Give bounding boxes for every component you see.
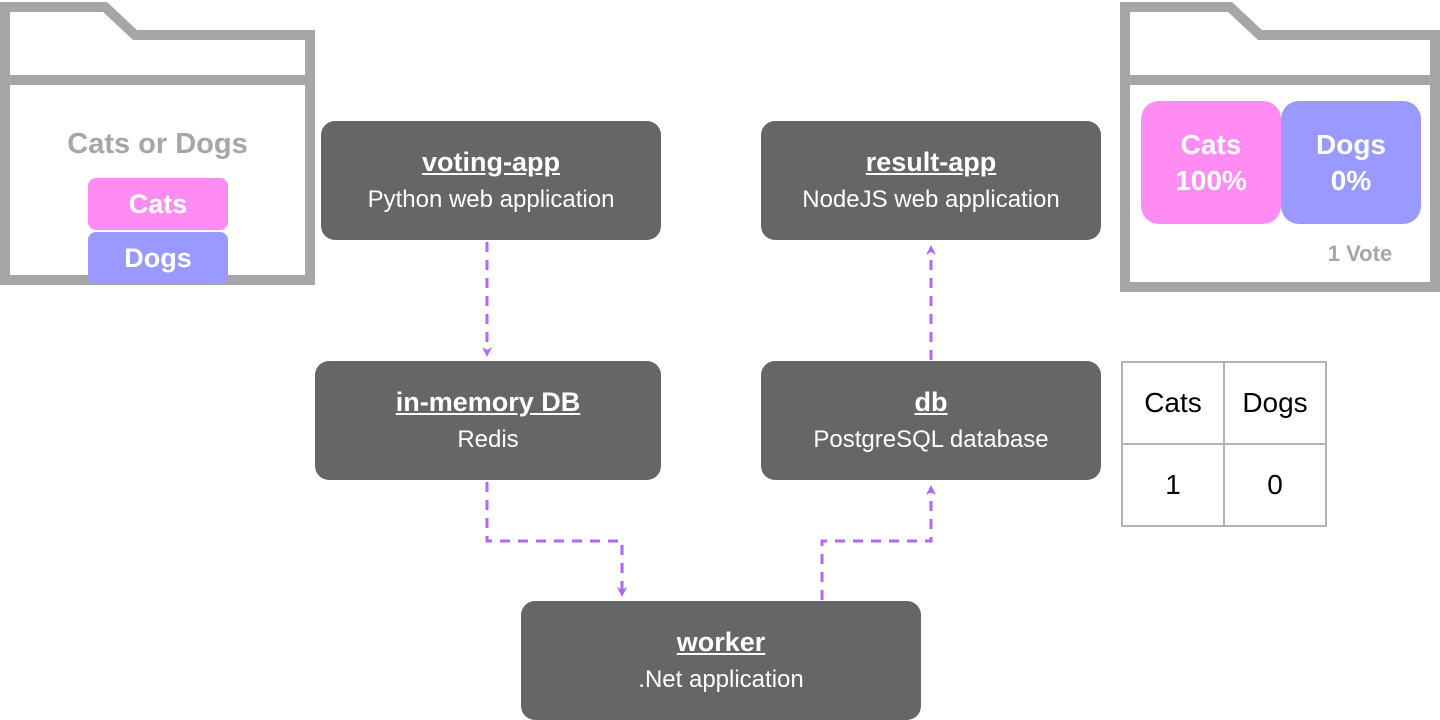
vote-table-value-cats: 1 — [1121, 443, 1225, 527]
node-in-memory-db-subtitle: Redis — [457, 425, 519, 453]
node-result-app-title: result-app — [865, 146, 997, 177]
cats-result-card: Cats 100% — [1141, 101, 1281, 224]
node-result-app[interactable]: result-app NodeJS web application — [761, 121, 1101, 240]
node-result-app-subtitle: NodeJS web application — [802, 185, 1060, 213]
edge-worker-to-db — [820, 485, 936, 600]
node-worker-title: worker — [676, 626, 766, 657]
vote-table-value-dogs: 0 — [1223, 443, 1327, 527]
cats-vote-button[interactable]: Cats — [88, 178, 228, 230]
dogs-result-percent: 0% — [1330, 164, 1372, 196]
node-in-memory-db-title: in-memory DB — [395, 386, 581, 417]
voting-question: Cats or Dogs — [67, 128, 248, 160]
vote-table-header-dogs: Dogs — [1223, 361, 1327, 445]
dogs-result-card: Dogs 0% — [1281, 101, 1421, 224]
cats-result-label: Cats — [1180, 128, 1242, 160]
node-voting-app-title: voting-app — [422, 146, 560, 177]
edge-redis-to-worker — [485, 482, 627, 597]
vote-table-value-row: 1 0 — [1121, 443, 1327, 527]
node-in-memory-db[interactable]: in-memory DB Redis — [315, 361, 661, 480]
node-db-subtitle: PostgreSQL database — [813, 425, 1049, 453]
dogs-result-label: Dogs — [1316, 128, 1386, 160]
cats-result-percent: 100% — [1175, 164, 1247, 196]
vote-count: 1 Vote — [1327, 241, 1393, 266]
result-window-frame — [1120, 2, 1440, 292]
vote-table-header-row: Cats Dogs — [1121, 361, 1327, 445]
vote-table-header-cats: Cats — [1121, 361, 1225, 445]
voting-window-frame — [0, 2, 315, 285]
node-voting-app-subtitle: Python web application — [367, 185, 615, 213]
node-voting-app[interactable]: voting-app Python web application — [321, 121, 661, 240]
node-worker-subtitle: .Net application — [638, 665, 804, 693]
node-worker[interactable]: worker .Net application — [521, 601, 921, 720]
vote-table: Cats Dogs 1 0 — [1121, 361, 1327, 527]
dogs-vote-button[interactable]: Dogs — [88, 232, 228, 284]
node-db-title: db — [914, 386, 948, 417]
node-db[interactable]: db PostgreSQL database — [761, 361, 1101, 480]
